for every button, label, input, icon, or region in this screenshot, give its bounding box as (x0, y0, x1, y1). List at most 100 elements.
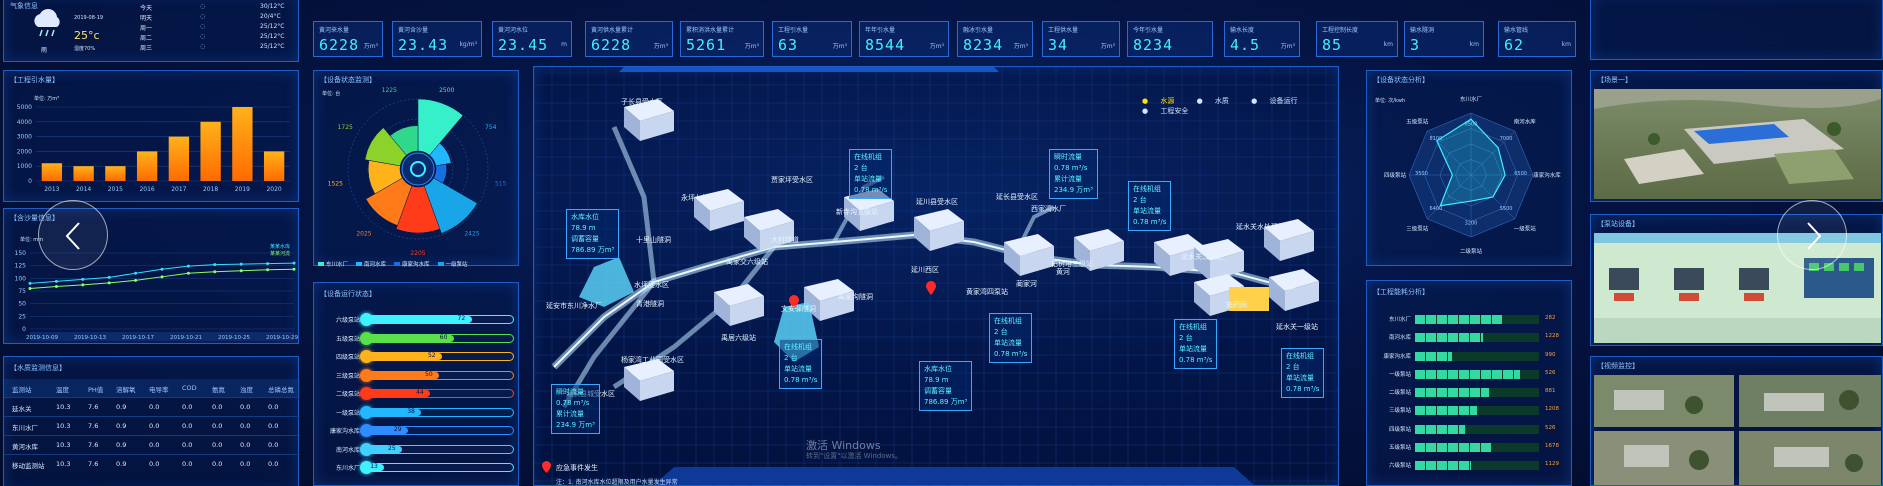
building-roof (694, 189, 744, 211)
map-place-label[interactable]: 子长县受水区 (621, 98, 663, 106)
kpi-label: 工程供水量 (1048, 27, 1079, 34)
map-place-label[interactable]: 禹家交六级站 (726, 258, 768, 266)
legend-swatch (437, 262, 444, 266)
energy-fill (1415, 406, 1477, 416)
map-legend-water[interactable]: ● 水源 (1142, 97, 1175, 105)
energy-track (1415, 424, 1539, 434)
map-place-label[interactable]: 大村隧道 (771, 236, 799, 244)
table-header-cell: PH值 (88, 386, 104, 394)
alarm-note: 注：1. 南河水库水位超限及用户水量发生异常 (556, 479, 678, 486)
building-front (640, 371, 674, 401)
energy-title: 【工程能耗分析】 (1373, 288, 1429, 296)
map-place-label[interactable]: 杨家湾工业园受水区 (621, 356, 684, 364)
map-legend-device[interactable]: ● 设备运行 (1251, 97, 1298, 105)
building-side (1004, 242, 1020, 276)
map-place-label[interactable]: 延水关二级站 (1181, 253, 1223, 261)
weather-temp: 25°c (74, 29, 100, 42)
x-scrollbar[interactable] (30, 332, 294, 341)
forecast-weather-icon: ◌ (200, 43, 206, 50)
map-place-label[interactable]: 永坪七级 (681, 194, 709, 202)
polar-legend-item[interactable]: 南河水库 (356, 260, 386, 268)
progress-title: 【设备运行状态】 (320, 290, 376, 298)
map-place-label[interactable]: 禹家沟隧洞 (838, 293, 873, 301)
kpi-value: 6228 (319, 36, 360, 54)
map-place-label[interactable]: 延川县受水区 (916, 198, 958, 206)
line-series-2 (29, 268, 295, 289)
map-place-label[interactable]: 新寺沟五级站 (836, 208, 878, 216)
progress-fill (365, 316, 472, 323)
map-place-label[interactable]: 延水关水处理站 (1236, 223, 1285, 231)
kpi-label: 输水管线 (1504, 27, 1529, 34)
table-cell: 0.0 (182, 403, 193, 411)
map-place-label[interactable]: 西家湾水厂 (1031, 205, 1066, 213)
map-place-label[interactable]: 禹居六级站 (721, 334, 756, 342)
map-place-label[interactable]: 延川西区 (911, 266, 939, 274)
energy-value: 1228 (1545, 333, 1559, 340)
map-place-label[interactable]: 施药间 (1226, 301, 1247, 309)
building-roof (914, 209, 964, 231)
alert-pin-icon[interactable] (789, 295, 799, 309)
map-place-label[interactable]: 延安市东川净水厂 (546, 302, 602, 310)
carousel-next-button[interactable] (1777, 200, 1847, 270)
radar-axis-label: 五级泵站 (1406, 117, 1429, 125)
polar-slice (423, 177, 478, 234)
alert-pin-icon[interactable] (926, 281, 936, 295)
info-line: 2 台 (854, 164, 868, 172)
map-place-label[interactable]: 延水关一级站 (1276, 323, 1318, 331)
forecast-temp: 25/12°C (260, 43, 285, 50)
map-place-label[interactable]: 水坪受水区 (634, 281, 669, 289)
table-cell: 0.0 (149, 422, 160, 430)
forecast-temp: 25/12°C (260, 23, 285, 30)
map-legend-quality[interactable]: ● 水质 (1196, 97, 1229, 105)
map-place-label[interactable]: 延长县受水区 (996, 193, 1038, 201)
radar-tick-label: 3500 (1415, 171, 1428, 177)
polar-legend-item[interactable]: 东川水厂 (318, 260, 348, 268)
building-front (930, 221, 964, 251)
polar-legend-item[interactable]: 一级泵站 (437, 260, 468, 268)
map-place-label[interactable]: 十里山隧洞 (636, 236, 671, 244)
kpi-label: 输水隧洞 (1410, 27, 1435, 34)
kpi-value: 34 (1048, 36, 1069, 54)
carousel-prev-button[interactable] (38, 200, 108, 270)
energy-label: 三级泵站 (1388, 408, 1411, 415)
building-side (1154, 242, 1170, 276)
progress-fill (365, 390, 431, 397)
map-place-label[interactable]: 黄家湾四泵站 (966, 288, 1008, 296)
map-place-label[interactable]: 柏树塔三级站 (1051, 260, 1093, 268)
polar-legend-item[interactable]: 康家沟水库 (394, 260, 430, 268)
map-place-label[interactable]: 青港隧洞 (636, 300, 664, 308)
scene-one-title: 【场景一】 (1597, 76, 1632, 84)
map-legend-safety[interactable]: ● 工程安全 (1142, 107, 1189, 115)
weather-humidity: 湿度70% (74, 46, 96, 52)
map-place-label[interactable]: 黄河 (1056, 268, 1070, 276)
kpi-unit: kg/m³ (459, 41, 477, 48)
progress-value: 72 (457, 315, 466, 322)
building-front (1285, 281, 1319, 311)
polar-label: 1725 (338, 124, 353, 131)
map-place-label[interactable]: 文安驿隧洞 (781, 305, 816, 313)
map-place-label[interactable]: 贾家坪受水区 (771, 176, 813, 184)
map-place-label[interactable]: 蔺家河 (1016, 280, 1037, 288)
x-tick-label: 2017 (171, 186, 186, 193)
info-line: 78.9 m (924, 376, 949, 384)
polar-label: 754 (485, 124, 497, 131)
kpi-unit: 万m³ (832, 43, 847, 50)
